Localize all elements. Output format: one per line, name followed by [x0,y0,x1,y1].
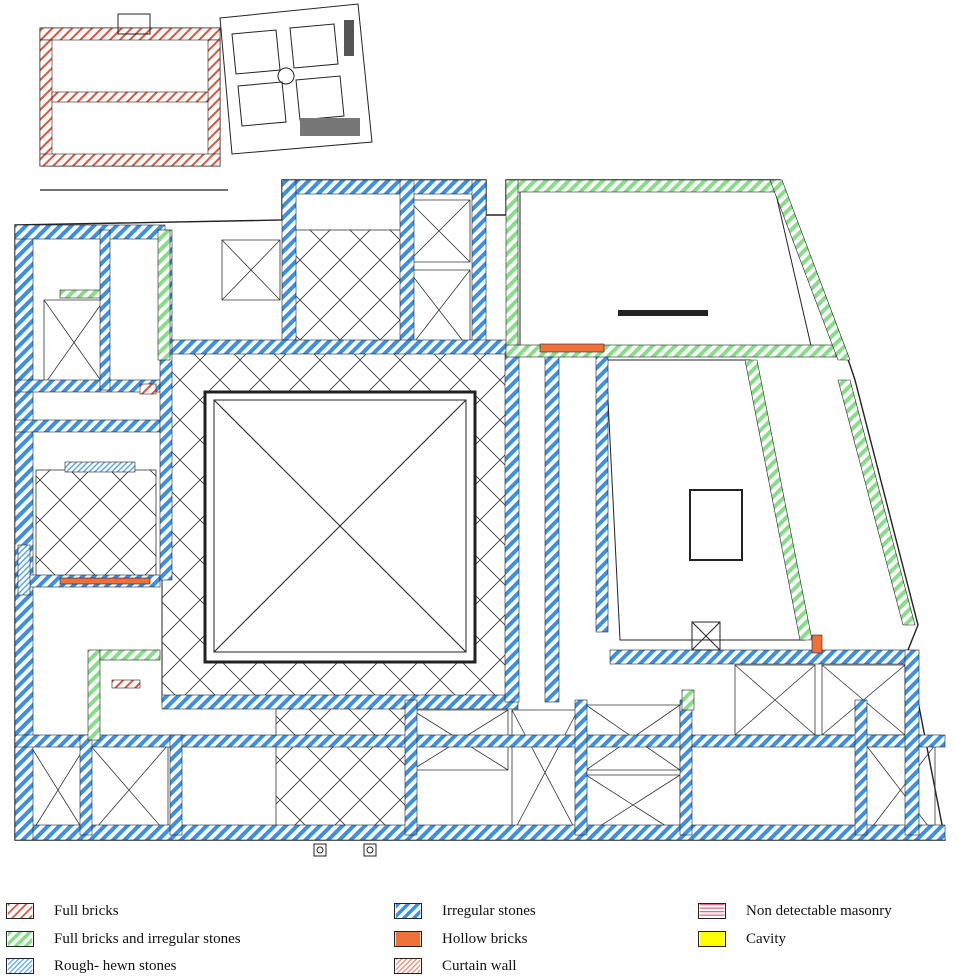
annex-building [39,13,228,191]
legend-item-full-bricks-irregular: Full bricks and irregular stones [6,928,241,950]
legend-item-full-bricks: Full bricks [6,900,119,922]
legend-label: Hollow bricks [442,930,528,947]
legend-label: Curtain wall [442,957,517,974]
legend-label: Non detectable masonry [746,902,892,919]
hollow-bricks-swatch [394,931,422,947]
curtain-wall-swatch [394,958,422,974]
full-brick-walls [111,383,157,689]
legend-label: Cavity [746,930,786,947]
legend-label: Full bricks and irregular stones [54,930,241,947]
entrance-posts [313,621,721,857]
legend-item-curtain-wall: Curtain wall [394,955,517,977]
irregular-stones-swatch [394,903,422,919]
floor-plan [14,3,946,857]
rough-hewn-walls [17,461,136,596]
garden-court [219,3,373,155]
legend-item-irregular-stones: Irregular stones [394,900,536,922]
legend-item-rough-hewn: Rough- hewn stones [6,955,177,977]
full-bricks-irregular-swatch [6,931,34,947]
brick-stone-walls [59,179,916,741]
rough-hewn-swatch [6,958,34,974]
legend-label: Irregular stones [442,902,536,919]
legend-label: Rough- hewn stones [54,957,177,974]
legend-label: Full bricks [54,902,119,919]
legend-item-cavity: Cavity [698,928,786,950]
non-detectable-swatch [698,903,726,919]
legend: Full bricks Full bricks and irregular st… [0,895,957,980]
cavity-swatch [698,931,726,947]
hollow-brick-walls [59,343,823,654]
vaulted-rooms [29,199,936,836]
legend-item-hollow-bricks: Hollow bricks [394,928,527,950]
full-bricks-swatch [6,903,34,919]
legend-item-non-detectable: Non detectable masonry [698,900,892,922]
central-courtyard [161,351,519,703]
